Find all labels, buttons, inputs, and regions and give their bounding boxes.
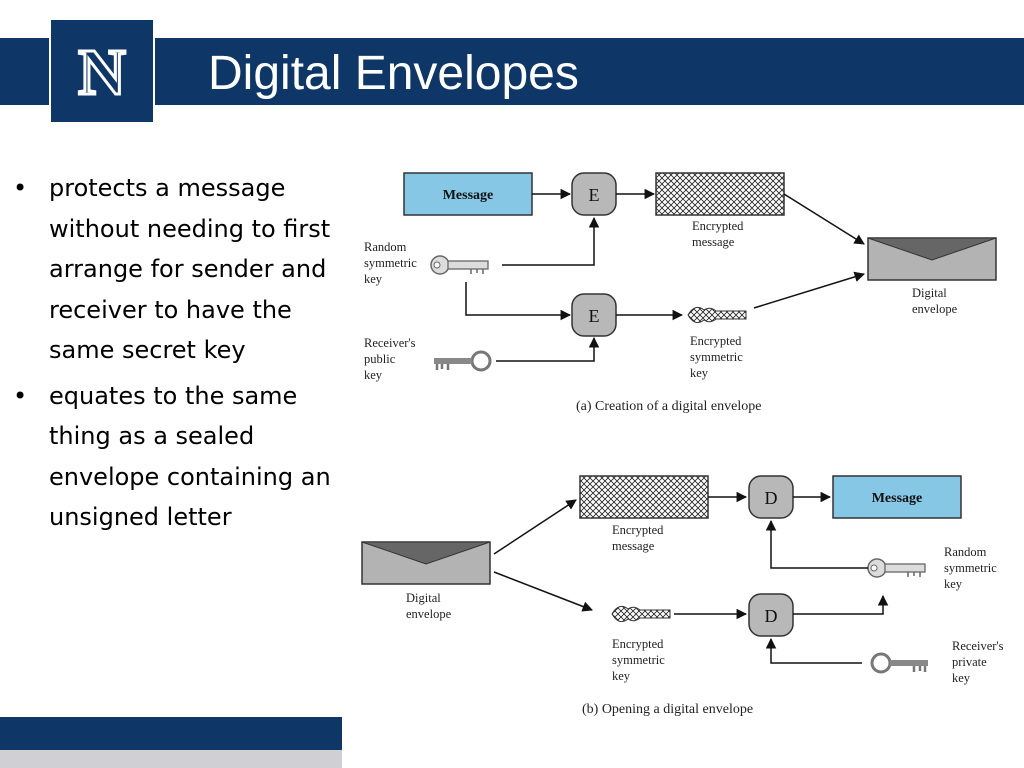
opening-random-key-label-3: key [944,577,963,591]
private-key-icon [870,652,930,674]
encrypt-op-1-label: E [589,185,600,205]
encrypted-key-label-1: Encrypted [690,334,742,348]
opening-encrypted-message-label-2: message [612,539,655,553]
opening-encrypted-message-label-1: Encrypted [612,523,664,537]
opening-random-key-label-2: symmetric [944,561,997,575]
private-key-label-1: Receiver's [952,639,1004,653]
creation-caption: (a) Creation of a digital envelope [576,399,761,414]
encrypted-key-label-2: symmetric [690,350,743,364]
encrypted-message-label-2: message [692,235,735,249]
encrypted-message-label-1: Encrypted [692,219,744,233]
decrypt-op-2-label: D [765,606,778,626]
encrypt-op-2-label: E [589,306,600,326]
envelope-icon [867,237,997,281]
private-key-label-3: key [952,671,971,685]
public-key-label-3: key [364,368,383,382]
message-box [403,172,533,216]
bullet-marker: • [13,174,28,202]
logo-letter: N [78,36,126,109]
envelope-label-1: Digital [912,286,947,300]
bullet-item: • protects a message without needing to f… [10,168,348,371]
footer-bar-light [0,750,342,768]
bullet-text: equates to the same thing as a sealed en… [49,381,331,532]
decrypt-op-1-label: D [765,488,778,508]
bullet-list: • protects a message without needing to f… [10,168,348,543]
public-key-label-2: public [364,352,396,366]
slide-title: Digital Envelopes [208,47,579,100]
encrypted-message-box [655,172,785,216]
encrypted-key-icon [687,306,747,324]
opening-message-box [832,475,962,519]
opening-envelope-label-1: Digital [406,591,441,605]
random-key-label-3: key [364,272,383,286]
random-key-icon [430,255,489,275]
bullet-marker: • [13,381,28,410]
opening-encrypted-key-icon [611,605,671,623]
opening-encrypted-key-label-3: key [612,669,631,683]
opening-envelope-label-2: envelope [406,607,452,621]
opening-encrypted-message-box [579,475,709,519]
bullet-text: protects a message without needing to fi… [49,174,331,364]
opening-caption: (b) Opening a digital envelope [582,702,753,717]
decrypt-op-2 [748,593,794,637]
title-bar [0,38,1024,105]
opening-section: Digital envelope Encrypted message D Mes… [361,475,1004,717]
message-box-label: Message [443,188,494,203]
envelope-label-2: envelope [912,302,958,316]
random-key-label-1: Random [364,240,407,254]
creation-section: Message E Encrypted message Random symme… [364,172,997,414]
private-key-label-2: private [952,655,987,669]
unr-n-logo-icon: N [77,35,128,111]
opening-encrypted-key-label-2: symmetric [612,653,665,667]
public-key-label-1: Receiver's [364,336,416,350]
public-key-icon [432,350,492,372]
encrypted-key-label-3: key [690,366,709,380]
opening-random-key-label-1: Random [944,545,987,559]
random-key-label-2: symmetric [364,256,417,270]
university-logo: N [49,18,155,124]
digital-envelope-diagram: Message E Encrypted message Random symme… [361,172,1004,717]
opening-encrypted-key-label-1: Encrypted [612,637,664,651]
opening-message-box-label: Message [872,491,923,506]
footer-bar-dark [0,717,342,750]
bullet-item: • equates to the same thing as a sealed e… [10,376,348,538]
opening-random-key-icon [867,558,926,578]
envelope-icon [361,541,491,585]
